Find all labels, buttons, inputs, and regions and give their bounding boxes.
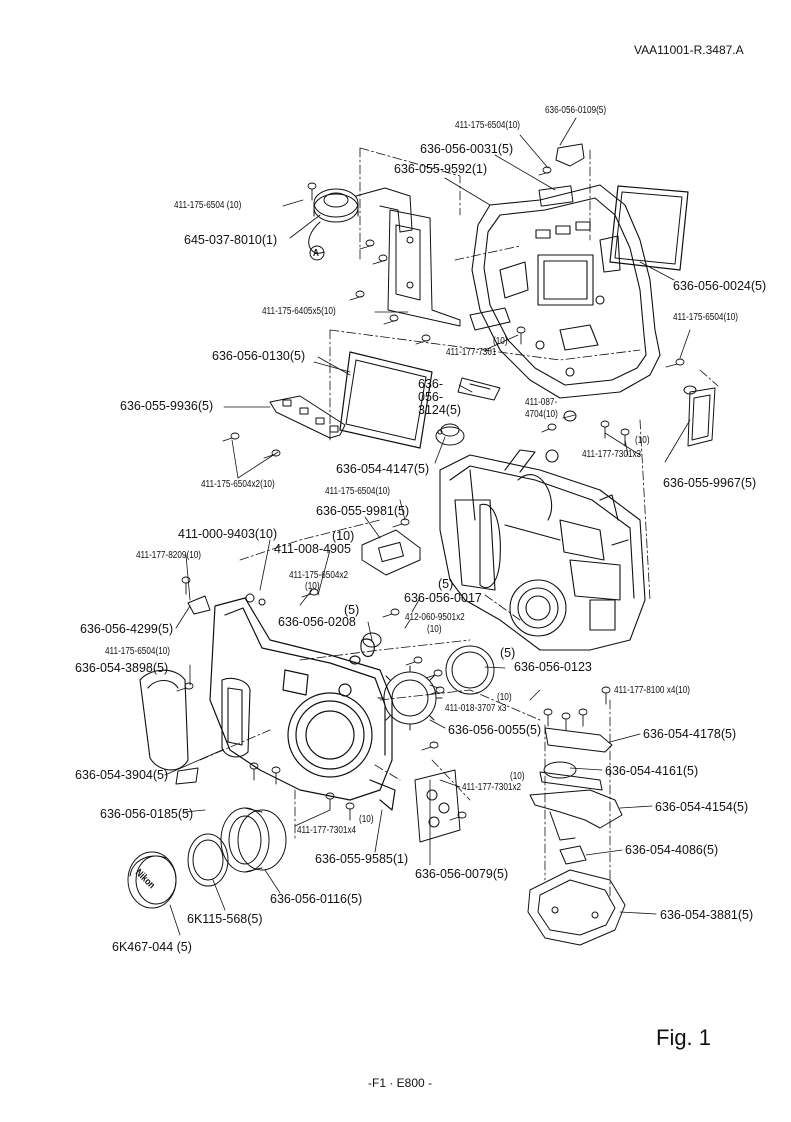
callout-636-056-0031: 636-056-0031(5) <box>420 142 514 156</box>
callout-411-175-6504-mid: 411-175-6504(10) <box>325 486 391 497</box>
callout-636-056-0208-qty: (5) <box>344 603 360 617</box>
mount-rings-drawing <box>378 646 494 730</box>
lens-ring-drawing <box>221 808 286 872</box>
figure-label: Fig. 1 <box>656 1025 712 1050</box>
side-cover-drawing <box>684 386 715 446</box>
callout-636-055-9967: 636-055-9967(5) <box>663 476 757 490</box>
callout-636-056-0185: 636-056-0185(5) <box>100 807 194 821</box>
callout-6K115-568: 6K115-568(5) <box>187 912 263 926</box>
callout-636-056-0017: 636-056-0017 <box>404 591 482 605</box>
callout-636-056-3124-line3: 3124(5) <box>418 403 462 417</box>
dome-part-drawing <box>436 424 464 445</box>
callout-645-037-8010: 645-037-8010(1) <box>184 233 278 247</box>
document-code: VAA11001-R.3487.A <box>634 43 744 57</box>
callout-6K467-044: 6K467-044 (5) <box>112 940 192 954</box>
callout-411-177-7301x4: 411-177-7301x4 <box>297 825 357 836</box>
grip-drawing <box>140 670 250 770</box>
callout-636-056-0123-qty: (5) <box>500 646 516 660</box>
callout-411-175-6504x2: 411-175-6504x2(10) <box>201 479 275 490</box>
callout-411-175-6405: 411-175-6405x5(10) <box>262 306 336 317</box>
callout-636-054-4161: 636-054-4161(5) <box>605 764 699 778</box>
callout-636-056-0123: 636-056-0123 <box>514 660 592 674</box>
callout-411-087-4704-line2: 4704(10) <box>525 409 558 420</box>
callout-636-054-4147: 636-054-4147(5) <box>336 462 430 476</box>
callout-411-177-7301x2: 411-177-7301x2 <box>462 782 522 793</box>
connector-marker-a: A <box>313 248 319 259</box>
callout-636-056-3124-line2: 056- <box>418 390 444 404</box>
mode-dial-drawing <box>309 188 412 260</box>
callout-636-055-9592: 636-055-9592(1) <box>394 162 488 176</box>
callout-636-056-0116: 636-056-0116(5) <box>270 892 363 906</box>
side-plate-drawing <box>415 770 460 842</box>
callout-636-056-3124-line1: 636- <box>418 377 444 391</box>
callout-636-056-0055: 636-056-0055(5) <box>448 723 542 737</box>
callout-636-056-0024: 636-056-0024(5) <box>673 279 767 293</box>
callout-411-177-7301: 411-177-7301 <box>446 347 497 358</box>
callout-636-054-3904: 636-054-3904(5) <box>75 768 169 782</box>
callout-412-060-9501-qty: (10) <box>427 624 442 635</box>
callout-411-177-8100: 411-177-8100 x4(10) <box>614 685 690 696</box>
callout-412-060-9501: 412-060-9501x2 <box>405 612 465 623</box>
camera-chassis-drawing <box>440 450 645 650</box>
callout-411-177-7301x3: 411-177-7301x3 <box>582 449 642 460</box>
callout-636-055-9981: 636-055-9981(5) <box>316 504 410 518</box>
lcd-frame-drawing <box>340 352 432 448</box>
adapter-ring-drawing <box>188 834 228 886</box>
lens-cap-drawing <box>128 852 176 908</box>
top-small-parts-drawing <box>539 144 584 206</box>
callout-411-175-6504-top: 411-175-6504(10) <box>455 120 521 131</box>
callout-411-008-4905: 411-008-4905 <box>274 542 351 556</box>
screws-drawing <box>177 167 684 820</box>
callout-411-018-3707-qty: (10) <box>497 692 512 703</box>
page-footer: -F1 · E800 - <box>368 1076 433 1090</box>
callout-636-054-4154: 636-054-4154(5) <box>655 800 749 814</box>
callout-636-056-4299: 636-056-4299(5) <box>80 622 174 636</box>
callout-636-056-0017-qty: (5) <box>438 577 454 591</box>
callout-411-177-7301-qty: (10) <box>493 336 508 347</box>
callout-636-055-9585: 636-055-9585(1) <box>315 852 409 866</box>
callout-411-175-6504-right: 411-175-6504(10) <box>673 312 739 323</box>
lcd-window-drawing <box>610 186 688 270</box>
callout-411-008-4905-qty: (10) <box>332 529 355 543</box>
rear-cover-drawing <box>470 185 660 398</box>
washer-drawing <box>564 411 576 421</box>
small-panel-drawing <box>458 378 500 400</box>
front-cover-drawing <box>210 598 395 810</box>
callout-636-056-0079: 636-056-0079(5) <box>415 867 509 881</box>
callout-411-175-6504-left: 411-175-6504 (10) <box>174 200 242 211</box>
button-strip-drawing <box>270 396 345 438</box>
callout-411-175-6504x2b: 411-175-6504x2 <box>289 570 349 581</box>
callout-411-177-7301x4-qty: (10) <box>359 814 374 825</box>
callout-411-177-7301x2-qty: (10) <box>510 771 525 782</box>
callout-636-054-4178: 636-054-4178(5) <box>643 727 737 741</box>
callout-636-055-9936: 636-055-9936(5) <box>120 399 214 413</box>
callout-636-056-0130: 636-056-0130(5) <box>212 349 306 363</box>
callout-636-054-3881: 636-054-3881(5) <box>660 908 754 922</box>
front-small-parts-drawing <box>176 530 420 784</box>
callout-411-177-7301x3-qty: (10) <box>635 435 650 446</box>
callout-411-177-8209: 411-177-8209(10) <box>136 550 202 561</box>
callout-411-018-3707: 411-018-3707 x3 <box>445 703 507 714</box>
callout-636-054-3898: 636-054-3898(5) <box>75 661 169 675</box>
callout-636-054-4086: 636-054-4086(5) <box>625 843 719 857</box>
callout-411-087-4704-line1: 411-087- <box>525 397 558 408</box>
callout-411-175-6504-grip: 411-175-6504(10) <box>105 646 171 657</box>
callout-411-000-9403: 411-000-9403(10) <box>178 527 278 541</box>
bracket-plate-drawing <box>388 210 460 326</box>
callout-411-175-6504x2b-qty: (10) <box>305 581 320 592</box>
bottom-bracket-drawing <box>528 728 625 945</box>
callout-636-056-0208: 636-056-0208 <box>278 615 356 629</box>
callout-636-056-0109: 636-056-0109(5) <box>545 105 607 116</box>
